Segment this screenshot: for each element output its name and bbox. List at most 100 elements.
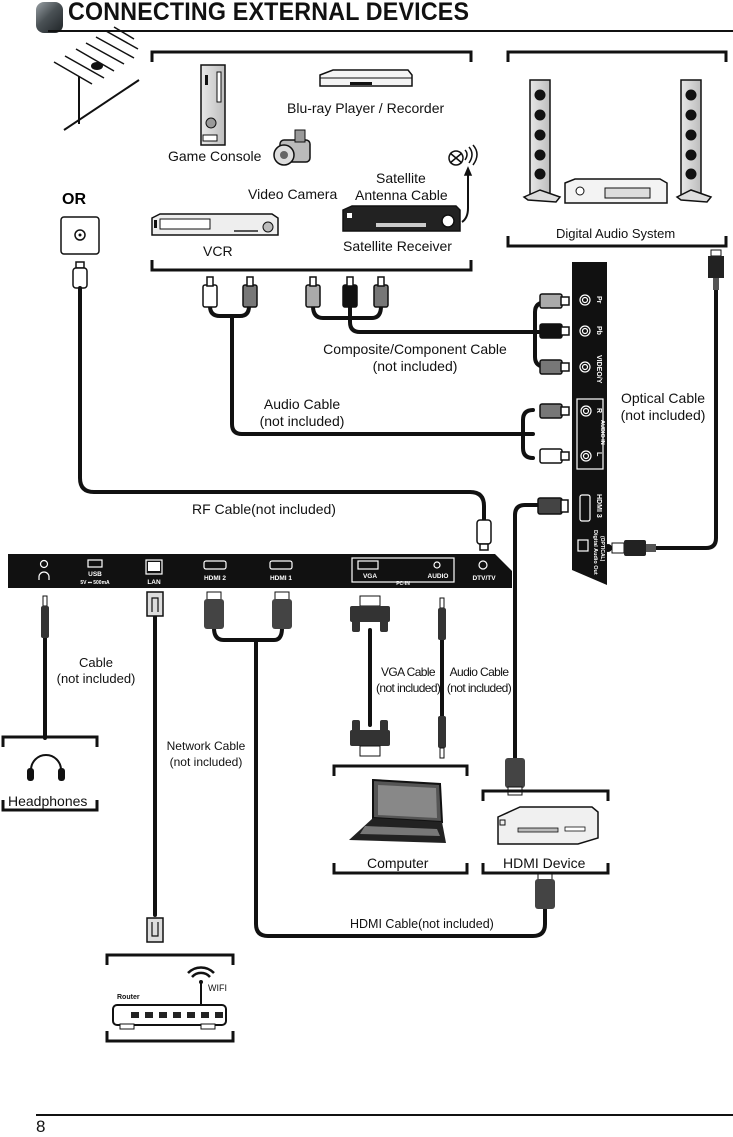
left-speaker-icon (522, 79, 562, 203)
router-bracket-top (105, 953, 235, 965)
optical-cable (653, 288, 718, 550)
optical-cable-label-1: Optical Cable (620, 390, 706, 406)
video-camera-icon (273, 129, 311, 166)
router-icon (112, 983, 227, 1030)
hdmi-device-bracket-bottom (481, 863, 610, 875)
lan-port (145, 559, 163, 575)
headphone-cable-label-1: Cable (79, 655, 113, 670)
optical-cable-label-2: (not included) (620, 407, 706, 423)
rca-plugs-side (537, 293, 570, 515)
digital-audio-system-label: Digital Audio System (556, 226, 676, 241)
port-label-dtv: DTV/TV (472, 575, 496, 582)
audio-cable (208, 304, 535, 460)
hdmi-device-icon (497, 806, 599, 845)
port-label-optical: (OPTICAL) (599, 536, 605, 562)
component-cable-label-2: (not included) (372, 358, 458, 374)
port-label-audio-in: AUDIO IN (599, 420, 605, 445)
red-rca-plug (242, 284, 258, 308)
wifi-icon (187, 966, 215, 984)
pc-audio-port (433, 561, 441, 569)
satellite-receiver-icon (342, 205, 461, 232)
headphone-port-icon (38, 571, 50, 580)
vga-plug-top-icon (350, 595, 390, 632)
port-label-pc-in: PC-IN (396, 581, 410, 587)
port-label-hdmi1: HDMI 1 (270, 575, 292, 582)
game-console-icon (200, 64, 226, 146)
pc-audio-cable-label-1: Audio Cable (449, 665, 509, 679)
source-devices-bracket (150, 50, 473, 272)
bluray-player-icon (319, 69, 413, 87)
pc-audio-plug-bottom-icon (438, 716, 446, 759)
port-label-r: R (595, 408, 602, 413)
port-label-usb-rating: 5V ⎓ 500mA (80, 580, 110, 586)
lan-plug-top-icon (146, 591, 164, 617)
computer-label: Computer (367, 855, 429, 871)
router-bracket-bottom (105, 1031, 235, 1043)
port-label-usb: USB (88, 571, 102, 578)
optical-plug-side-icon (604, 540, 656, 556)
headphone-plug-top-icon (41, 595, 49, 638)
port-label-vga: VGA (363, 573, 377, 580)
blue-rca-plug (342, 284, 358, 308)
network-cable-label-2: (not included) (169, 755, 243, 769)
port-label-pr: Pr (595, 296, 602, 304)
rca-plugs-top (202, 276, 389, 308)
audio-cable-label-2: (not included) (259, 413, 345, 429)
rf-cable-label: RF Cable(not included) (192, 501, 336, 517)
component-cable-label-1: Composite/Component Cable (323, 341, 507, 357)
vga-plug-bottom-icon (350, 720, 390, 757)
audio-receiver-icon (564, 178, 668, 204)
game-console-label: Game Console (168, 148, 262, 164)
satellite-receiver-label: Satellite Receiver (343, 238, 452, 254)
lan-plug-bottom-icon (146, 917, 164, 943)
vga-cable-label-2: (not included) (376, 681, 441, 695)
green-rca-plug (305, 284, 321, 308)
vcr-label: VCR (203, 243, 233, 259)
wall-coax-outlet-icon (60, 216, 100, 255)
hdmi-device-cable (513, 503, 547, 762)
port-label-hdmi3: HDMI 3 (595, 494, 602, 518)
router-label: Router (117, 994, 140, 1001)
hdmi-cable (212, 626, 547, 938)
vga-cable-label-1: VGA Cable (381, 665, 436, 679)
hdmi-cable-label: HDMI Cable(not included) (350, 917, 494, 931)
right-speaker-icon (675, 79, 713, 203)
hdmi-plug-top-icons (204, 591, 292, 629)
page-number: 8 (36, 1117, 46, 1136)
satellite-antenna-cable-label-2: Antenna Cable (355, 187, 448, 203)
headphones-bracket-bottom (1, 800, 99, 812)
headphones-bracket-top (1, 735, 99, 747)
pc-audio-plug-top-icon (438, 597, 446, 640)
port-label-pb: Pb (595, 326, 602, 335)
hdmi1-port (269, 560, 293, 570)
vga-port (357, 560, 379, 570)
pc-in-group (351, 557, 455, 583)
laptop-icon (349, 778, 446, 843)
rf-cable (78, 286, 486, 524)
satellite-antenna-cable-label-1: Satellite (376, 170, 426, 186)
port-label-digital-audio-out: Digital Audio Out (592, 530, 598, 575)
wifi-label: WIFI (208, 983, 227, 993)
headphone-cable-label-2: (not included) (56, 671, 136, 686)
port-label-l: L (595, 452, 602, 457)
hdmi-device-bracket-top (481, 789, 610, 801)
antenna-icon (53, 26, 140, 131)
computer-bracket-top (332, 764, 469, 776)
hdmi-device-plug-top-icon (505, 758, 525, 796)
video-camera-label: Video Camera (248, 186, 338, 202)
hdmi3-plug (537, 497, 563, 515)
hdmi2-port (203, 560, 227, 570)
hdmi-device-plug-bottom-icon (535, 871, 555, 909)
rf-plug-top-icon (72, 261, 88, 289)
network-cable-label-1: Network Cable (166, 739, 246, 753)
headphones-icon (27, 754, 65, 781)
footer-divider (36, 1114, 733, 1116)
pc-audio-cable-label-2: (not included) (446, 681, 512, 695)
port-label-video-y: VIDEO/Y (595, 355, 602, 384)
optical-plug-top-icon (708, 249, 724, 290)
audio-cable-label-1: Audio Cable (263, 396, 341, 412)
port-label-lan: LAN (147, 579, 161, 586)
tv-side-panel: Pr Pb VIDEO/Y R L AUDIO IN HDMI 3 Digita… (572, 262, 607, 585)
dtv-port (478, 560, 488, 570)
